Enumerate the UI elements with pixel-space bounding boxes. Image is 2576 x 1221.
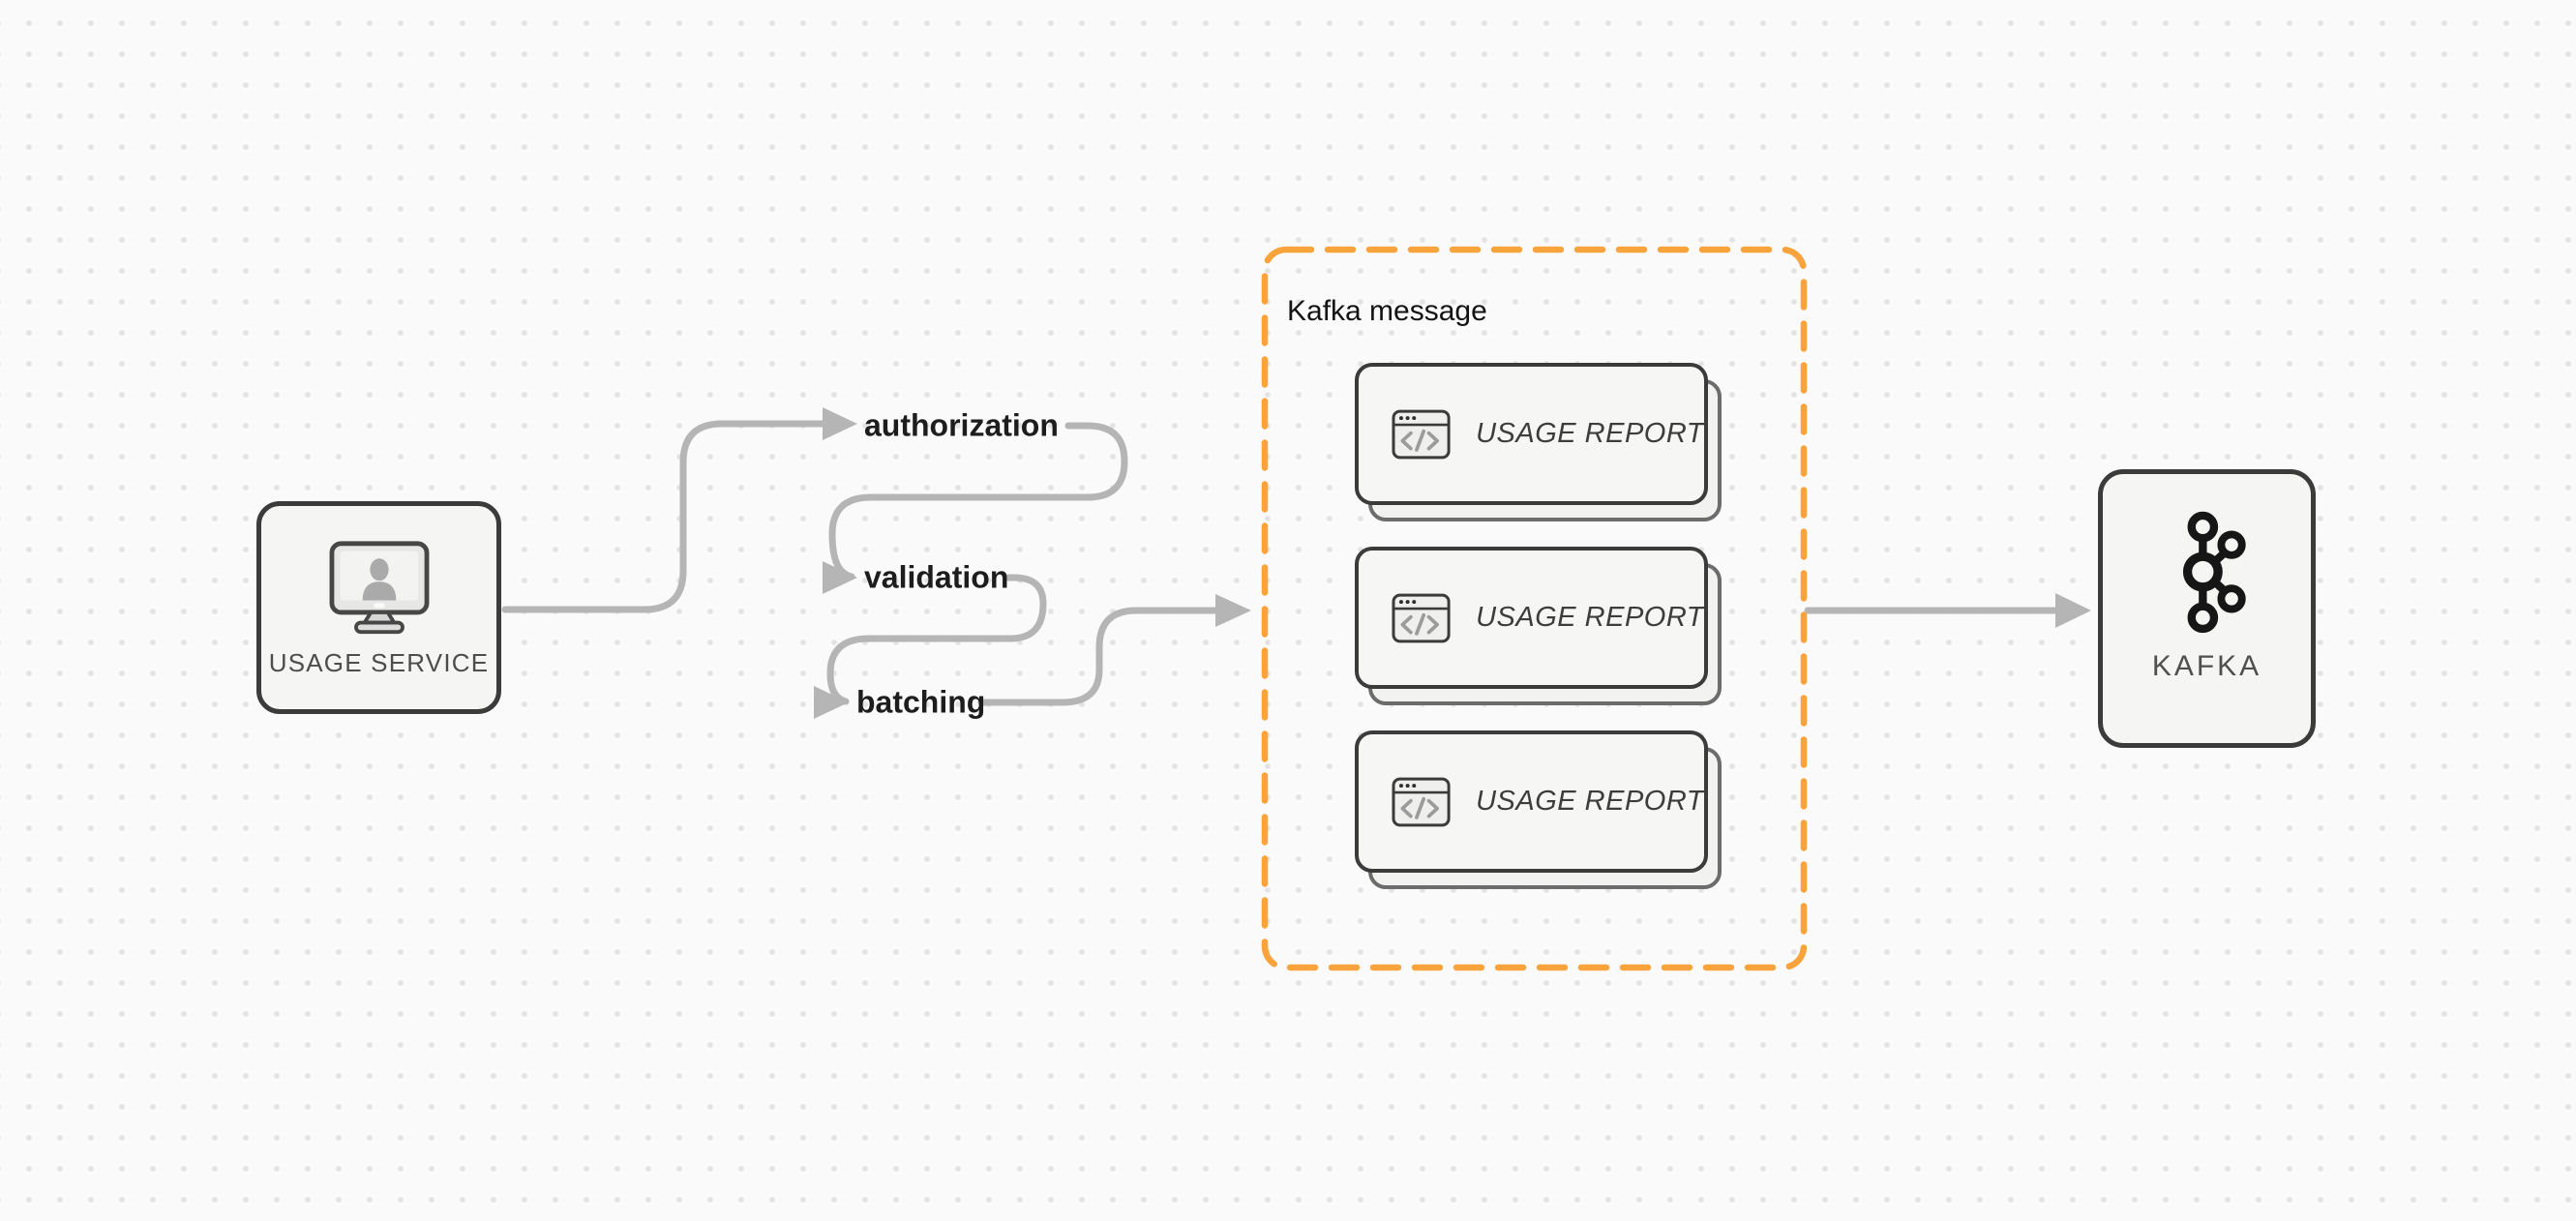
- arrowhead-validation: [823, 561, 857, 594]
- usage-report-label: USAGE REPORT: [1476, 786, 1704, 817]
- usage-report-card: USAGE REPORT: [1355, 547, 1722, 705]
- step-label-batching: batching: [856, 684, 986, 720]
- connector-validation-to-batching: [826, 574, 1047, 705]
- node-kafka: KAFKA: [2098, 469, 2316, 748]
- connector-usage-to-authorization: [501, 420, 826, 613]
- kafka-message-group-border: [1261, 246, 1808, 971]
- step-label-validation: validation: [864, 559, 1009, 595]
- usage-report-card: USAGE REPORT: [1355, 730, 1722, 889]
- card-front: USAGE REPORT: [1355, 547, 1708, 689]
- code-window-icon: [1392, 409, 1451, 459]
- arrowhead-batching: [814, 686, 849, 719]
- arrowhead-group-entry: [1215, 594, 1251, 627]
- connector-authorization-to-validation: [828, 422, 1128, 581]
- node-usage-service: USAGE SERVICE: [256, 501, 501, 714]
- connector-batching-to-group: [977, 607, 1219, 706]
- code-window-icon: [1392, 593, 1451, 642]
- kafka-logo-icon: [2182, 511, 2246, 634]
- usage-report-label: USAGE REPORT: [1476, 602, 1704, 633]
- monitor-user-icon: [329, 541, 429, 635]
- usage-report-card: USAGE REPORT: [1355, 363, 1722, 521]
- arrowhead-kafka: [2055, 593, 2091, 628]
- arrowhead-authorization: [823, 407, 857, 440]
- usage-service-label: USAGE SERVICE: [268, 648, 490, 677]
- kafka-label: KAFKA: [2151, 650, 2262, 682]
- usage-report-label: USAGE REPORT: [1476, 418, 1704, 449]
- card-front: USAGE REPORT: [1355, 363, 1708, 505]
- code-window-icon: [1392, 777, 1451, 826]
- card-front: USAGE REPORT: [1355, 730, 1708, 873]
- kafka-message-group-title: Kafka message: [1287, 295, 1487, 327]
- step-label-authorization: authorization: [864, 407, 1059, 443]
